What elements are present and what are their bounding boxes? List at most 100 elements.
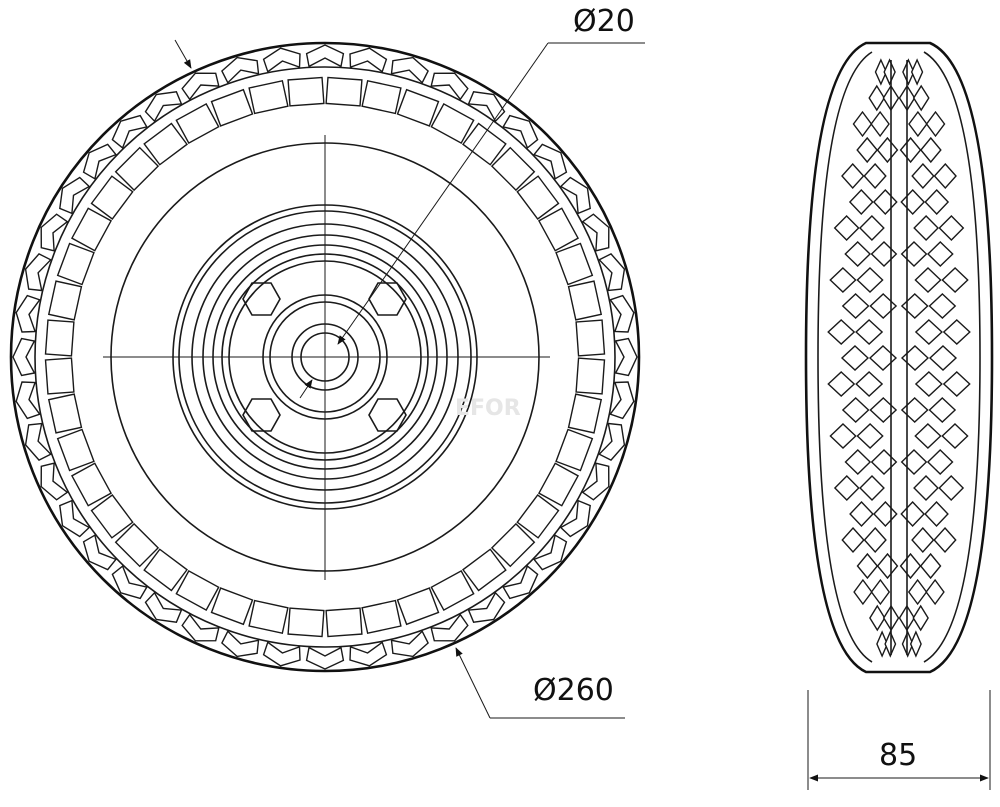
bolt-hex-bottom-right	[368, 398, 407, 432]
tread-block	[210, 88, 254, 127]
side-tread-diamond	[919, 552, 942, 580]
side-tread-diamond	[852, 110, 873, 138]
side-view: 85	[804, 41, 994, 790]
side-tread-diamond	[841, 162, 865, 190]
tread-block	[287, 76, 325, 107]
tire-tread-inner-edge	[34, 66, 616, 648]
side-tread-diamond	[924, 188, 950, 216]
side-tread-diamond	[933, 526, 957, 554]
side-tread-diamond	[902, 58, 915, 86]
tire-profile-outline	[804, 41, 994, 674]
tread-block	[537, 207, 580, 252]
tread-lug	[15, 294, 41, 333]
tread-lug	[82, 534, 118, 571]
tread-lug	[24, 253, 52, 292]
tread-block	[90, 494, 134, 539]
side-tread-diamond	[928, 397, 957, 423]
wheel-diameter-label: Ø260	[533, 673, 614, 708]
tread-lug	[15, 381, 41, 420]
tread-lug	[532, 143, 568, 180]
side-tread-diamond	[870, 449, 898, 475]
tread-block	[555, 242, 594, 286]
tread-block	[361, 599, 402, 635]
side-tread-diamond	[841, 397, 870, 423]
tread-lug	[305, 44, 345, 68]
side-tread-diamond	[833, 215, 860, 241]
side-tread-diamond	[924, 500, 949, 528]
tread-lug	[430, 613, 469, 642]
tread-block	[175, 102, 220, 145]
side-tread-diamond	[938, 475, 965, 501]
tread-lug	[111, 564, 148, 600]
tread-lug	[609, 381, 635, 420]
watermark: EFOR	[455, 396, 521, 421]
tread-lug	[59, 499, 91, 538]
tread-lug	[24, 422, 52, 461]
bolt-hex-bottom-left	[242, 398, 281, 432]
side-tread-diamond	[900, 188, 926, 216]
tread-lug	[305, 646, 345, 670]
side-tread-diamond	[914, 267, 942, 293]
tread-lug	[467, 591, 506, 623]
side-tread-diamond	[941, 267, 969, 293]
side-tread-diamond	[899, 552, 922, 580]
tread-lug	[221, 56, 260, 84]
tread-block	[462, 548, 507, 592]
tread-lug	[40, 213, 69, 252]
side-tread-diamond	[876, 552, 899, 580]
side-tread-diamond	[844, 449, 872, 475]
side-tread-diamond	[869, 604, 886, 632]
tread-block	[575, 357, 606, 395]
side-tread-diamond	[900, 449, 928, 475]
tread-block	[361, 79, 402, 115]
side-tread-diamond	[941, 423, 969, 449]
tread-block	[47, 393, 83, 434]
side-tread-diamond	[863, 162, 887, 190]
side-tread-diamond	[876, 630, 889, 658]
side-tread-diamond	[900, 500, 925, 528]
side-tread-diamond	[849, 500, 874, 528]
tread-block	[56, 428, 95, 472]
tread-lug	[502, 114, 539, 150]
tire-outer-edge	[9, 41, 641, 673]
side-tread-diamond	[829, 267, 857, 293]
tread-lug	[559, 499, 591, 538]
side-tread-diamond	[855, 371, 884, 397]
tread-inner-blocks	[44, 76, 606, 638]
side-tread-diamond	[844, 241, 872, 267]
side-tread-diamond	[859, 475, 885, 501]
tread-lug	[467, 91, 506, 123]
side-tread-diamond	[827, 371, 856, 397]
tread-lug	[12, 337, 36, 377]
bore-diameter-leader	[299, 42, 645, 399]
tread-block	[462, 122, 507, 166]
tread-lug	[111, 114, 148, 150]
side-tread-diamond	[848, 188, 874, 216]
tread-lug	[262, 641, 301, 667]
side-tread-diamond	[910, 58, 924, 86]
tread-block	[430, 102, 475, 145]
tread-lug	[598, 422, 626, 461]
tread-block	[248, 599, 289, 635]
side-tread-diamond	[926, 241, 954, 267]
tread-block	[44, 357, 75, 395]
side-tread-diamond	[942, 319, 971, 345]
tread-lug	[181, 72, 220, 101]
side-tread-diamond	[855, 319, 884, 345]
tread-lug	[614, 337, 638, 377]
side-tread-diamond	[912, 604, 929, 632]
tread-block	[516, 175, 560, 220]
side-tread-diamond	[841, 293, 870, 319]
tread-block	[114, 522, 160, 568]
side-tread-diamond	[868, 345, 898, 371]
side-tread-diamond	[933, 162, 957, 190]
side-tread-diamond	[913, 475, 939, 501]
side-tread-diamond	[942, 371, 971, 397]
side-tread-diamond	[870, 241, 898, 267]
tread-block	[70, 207, 113, 252]
tread-block	[56, 242, 95, 286]
side-tread-pattern	[827, 58, 971, 658]
bolt-hex-top-right	[368, 282, 407, 316]
side-tread-diamond	[859, 215, 885, 241]
tread-lug	[390, 630, 429, 658]
